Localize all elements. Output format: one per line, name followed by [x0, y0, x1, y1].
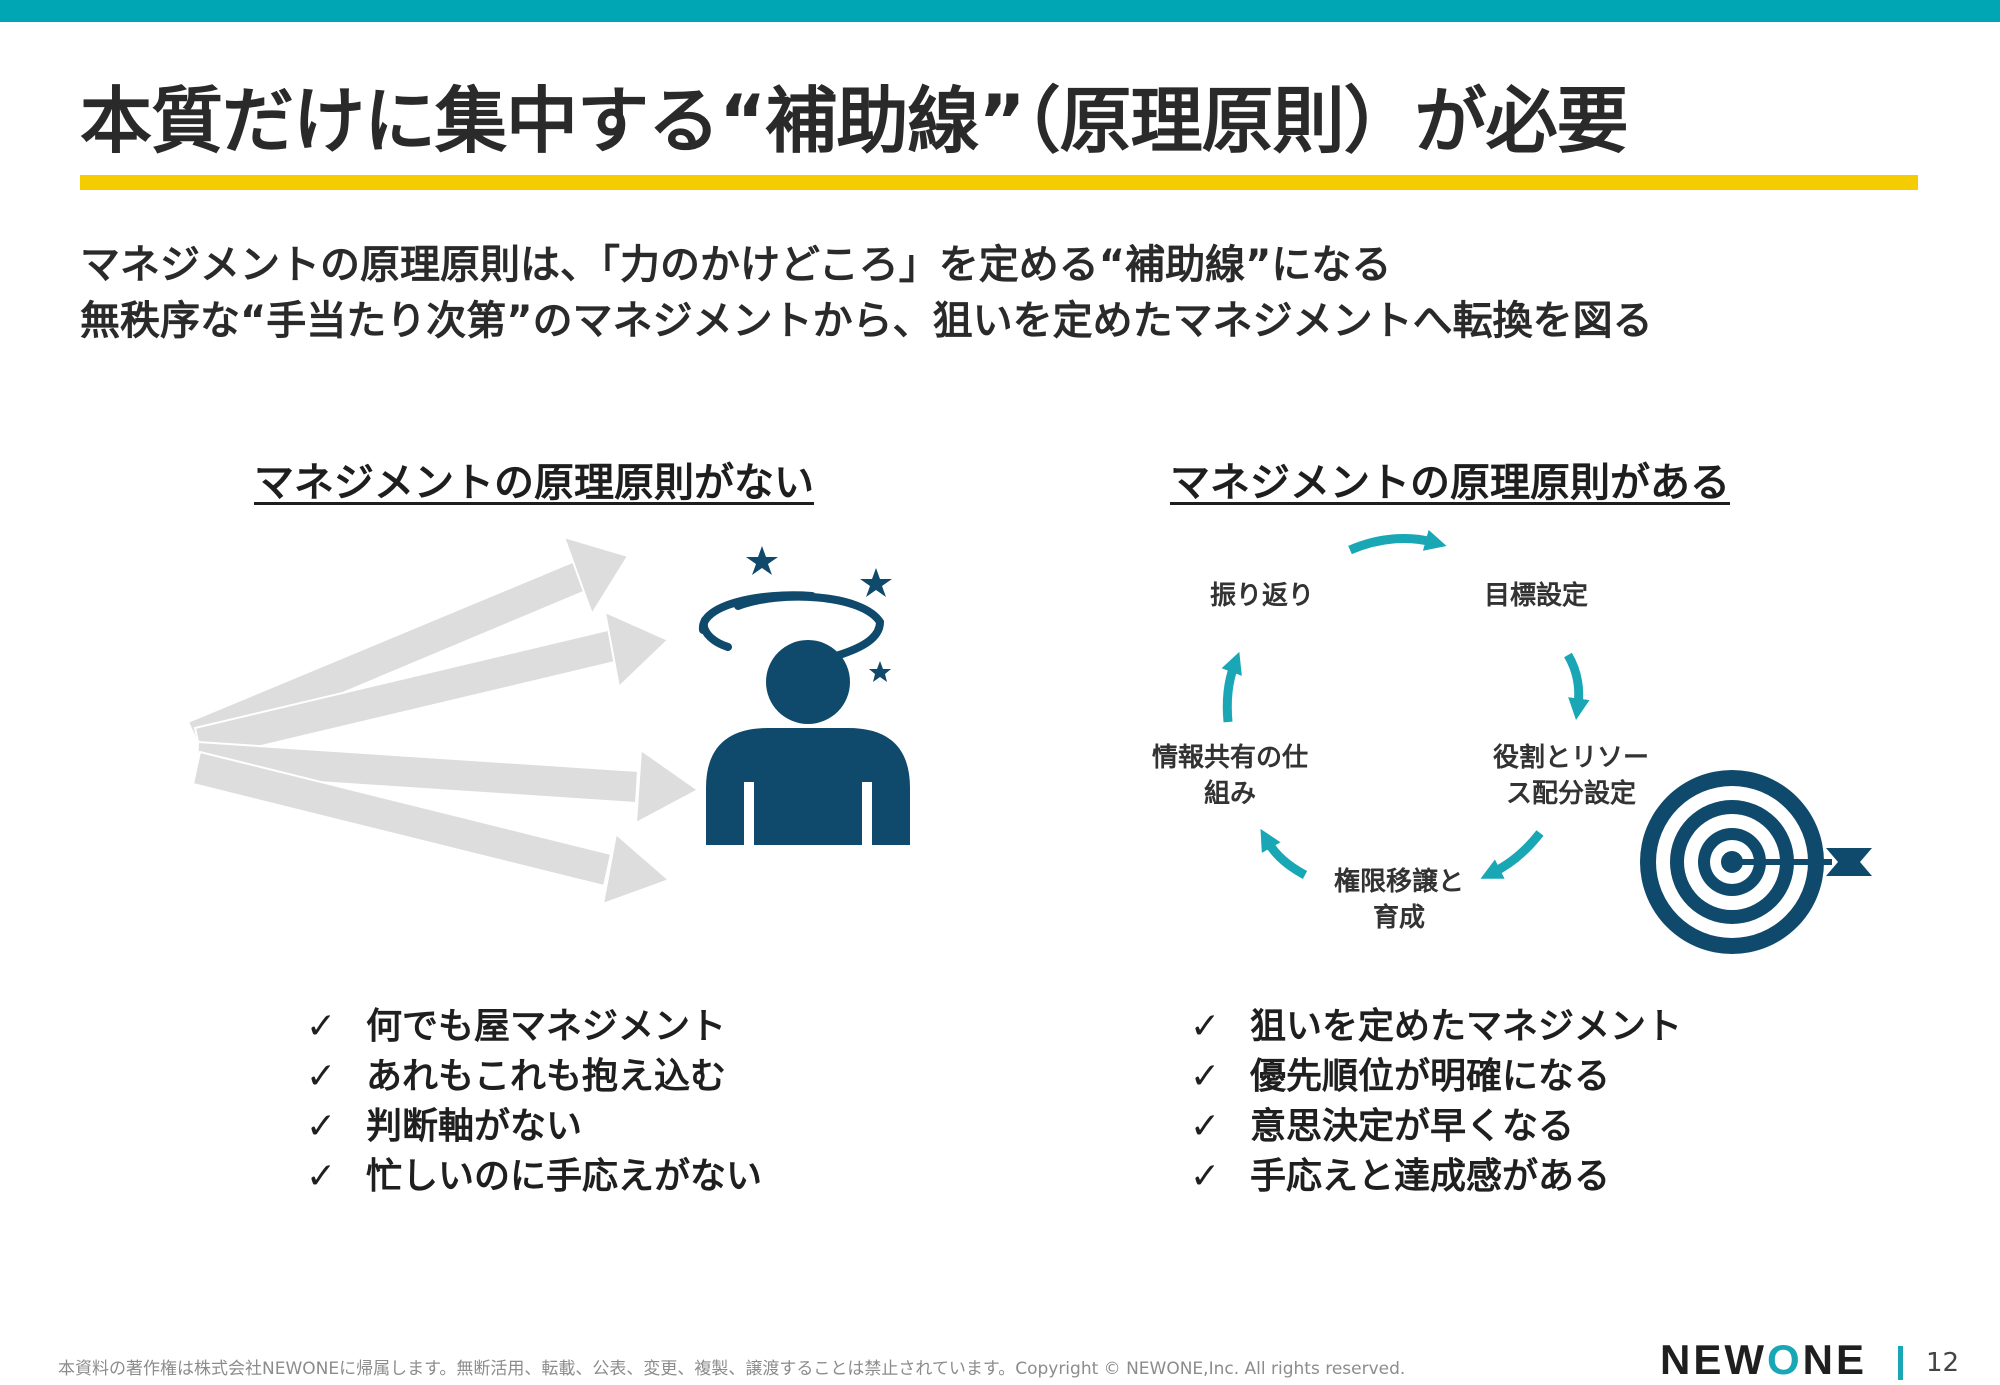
- cycle-step-delegation-line-1: 権限移譲と: [1333, 867, 1464, 897]
- cycle-arrow-goal-to-roles: [1564, 652, 1590, 720]
- checkmark-icon: ✓: [306, 1156, 337, 1197]
- dizzy-star-icon: [860, 568, 892, 597]
- cycle-step-info-sharing: 情報共有の仕 組み: [1125, 740, 1335, 812]
- scattered-arrow-4-head: [601, 832, 671, 906]
- right-bullet-item: ✓ 狙いを定めたマネジメント: [1190, 1002, 1682, 1052]
- scattered-arrow-1-head: [562, 535, 630, 617]
- left-bullet-item: ✓ 忙しいのに手応えがない: [306, 1152, 762, 1202]
- cycle-step-review: 振り返り: [1209, 581, 1314, 611]
- right-bullet-item: ✓ 優先順位が明確になる: [1190, 1052, 1682, 1102]
- logo-text-prefix: NEW: [1660, 1336, 1767, 1383]
- checkmark-icon: ✓: [1190, 1156, 1221, 1197]
- scattered-arrow-3-head: [634, 748, 700, 825]
- person-body: [706, 728, 910, 845]
- checkmark-icon: ✓: [1190, 1006, 1221, 1047]
- scattered-arrow-2-head: [603, 610, 670, 690]
- cycle-step-roles-line-1: 役割とリソー: [1492, 743, 1649, 773]
- dizzy-orbit-right: [734, 592, 885, 660]
- scattered-arrow-4: [191, 750, 613, 888]
- checkmark-icon: ✓: [306, 1056, 337, 1097]
- target-icon: [1640, 770, 1872, 954]
- scattered-arrows-graphic: [186, 535, 700, 906]
- checkmark-icon: ✓: [306, 1106, 337, 1147]
- left-bullet-text: 忙しいのに手応えがない: [366, 1156, 763, 1197]
- dizzy-star-icon: [746, 546, 778, 575]
- page-title: 本質だけに集中する“補助線”（原理原則）が必要: [80, 79, 1629, 163]
- cycle-step-roles-resources: 役割とリソー ス配分設定: [1466, 740, 1676, 812]
- cycle-step-roles-line-2: ス配分設定: [1505, 779, 1636, 809]
- right-bullet-item: ✓ 意思決定が早くなる: [1190, 1102, 1682, 1152]
- cycle-arrow-sharing-to-review: [1221, 651, 1242, 723]
- right-bullet-item: ✓ 手応えと達成感がある: [1190, 1152, 1682, 1202]
- left-column-heading: マネジメントの原理原則がない: [254, 460, 814, 506]
- left-bullet-text: あれもこれも抱え込む: [366, 1056, 727, 1097]
- person-head: [766, 640, 850, 724]
- cycle-step-goal-setting: 目標設定: [1483, 581, 1588, 611]
- checkmark-icon: ✓: [306, 1006, 337, 1047]
- dizzy-orbit-tail: [699, 616, 732, 651]
- left-bullet-item: ✓ 判断軸がない: [306, 1102, 762, 1152]
- cycle-step-sharing-line-1: 情報共有の仕: [1151, 743, 1308, 773]
- cycle-step-sharing-line-2: 組み: [1203, 779, 1256, 809]
- title-underline-rule: [80, 175, 1918, 190]
- company-logo: NEWONE: [1660, 1336, 1867, 1384]
- left-bullet-item: ✓ あれもこれも抱え込む: [306, 1052, 762, 1102]
- left-bullet-item: ✓ 何でも屋マネジメント: [306, 1002, 762, 1052]
- logo-text-suffix: NE: [1802, 1336, 1868, 1383]
- cycle-arrow-delegation-to-sharing: [1260, 828, 1308, 879]
- cycle-arrow-review-to-goal: [1348, 529, 1447, 555]
- page-number-separator: [1898, 1346, 1903, 1380]
- copyright-notice: 本資料の著作権は株式会社NEWONEに帰属します。無断活用、転載、公表、変更、複…: [58, 1359, 1406, 1379]
- left-bullet-text: 何でも屋マネジメント: [366, 1006, 727, 1047]
- checkmark-icon: ✓: [1190, 1056, 1221, 1097]
- checkmark-icon: ✓: [1190, 1106, 1221, 1147]
- right-bullet-text: 意思決定が早くなる: [1250, 1106, 1575, 1147]
- confused-person-icon: [699, 546, 910, 845]
- logo-o-mark: O: [1767, 1336, 1803, 1383]
- right-bullet-text: 狙いを定めたマネジメント: [1250, 1006, 1683, 1047]
- dizzy-star-icon: [869, 661, 891, 682]
- right-bullet-list: ✓ 狙いを定めたマネジメント ✓ 優先順位が明確になる ✓ 意思決定が早くなる ✓ 手応…: [1190, 1002, 1682, 1202]
- cycle-step-delegation-line-2: 育成: [1372, 903, 1425, 933]
- cycle-arrow-roles-to-delegation: [1480, 830, 1544, 879]
- left-bullet-text: 判断軸がない: [366, 1106, 583, 1147]
- right-bullet-text: 手応えと達成感がある: [1250, 1156, 1611, 1197]
- right-column-heading: マネジメントの原理原則がある: [1170, 460, 1730, 506]
- cycle-step-delegation: 権限移譲と 育成: [1294, 864, 1504, 936]
- lead-line-1: マネジメントの原理原則は、「力のかけどころ」を定める“補助線”になる: [80, 242, 1392, 288]
- management-cycle-arrows: [1221, 529, 1590, 879]
- page-number: 12: [1926, 1348, 1960, 1378]
- right-bullet-text: 優先順位が明確になる: [1250, 1056, 1611, 1097]
- left-bullet-list: ✓ 何でも屋マネジメント ✓ あれもこれも抱え込む ✓ 判断軸がない ✓ 忙しいのに手応…: [306, 1002, 762, 1202]
- lead-line-2: 無秩序な“手当たり次第”のマネジメントから、狙いを定めたマネジメントへ転換を図る: [80, 298, 1653, 344]
- top-accent-band: [0, 0, 2000, 22]
- dart-fletching: [1826, 848, 1872, 876]
